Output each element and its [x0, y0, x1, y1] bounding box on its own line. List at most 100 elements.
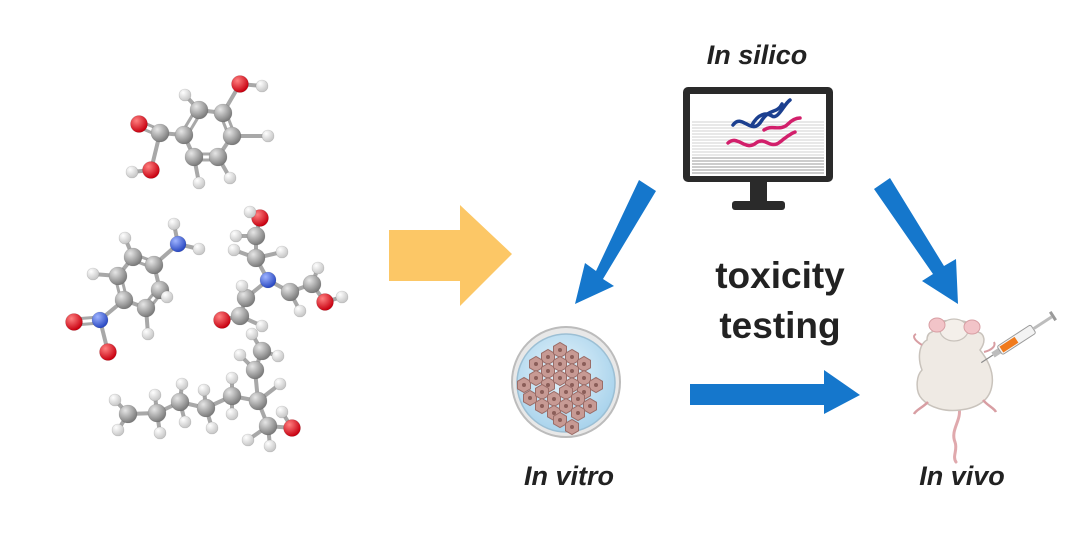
molecule-ethylhexanol [108, 327, 301, 453]
cell-nucleus [570, 369, 574, 373]
atom-N [259, 271, 277, 289]
atom-H [225, 371, 239, 385]
cell-nucleus [582, 362, 586, 366]
input-arrow [389, 205, 512, 306]
cell-nucleus [546, 369, 550, 373]
cell-nucleus [576, 411, 580, 415]
atom-H [275, 245, 289, 259]
cell-nucleus [540, 390, 544, 394]
cell-nucleus [540, 404, 544, 408]
atom-C [184, 147, 204, 167]
cell-nucleus [558, 348, 562, 352]
atom-C [114, 290, 134, 310]
cell-nucleus [564, 404, 568, 408]
cell-nucleus [552, 397, 556, 401]
atom-C [246, 248, 266, 268]
atom-H [235, 279, 249, 293]
atom-C [123, 247, 143, 267]
atom-H [255, 79, 269, 93]
computer-monitor-icon [683, 87, 833, 210]
cell-nucleus [522, 383, 526, 387]
atom-H [167, 217, 181, 231]
atom-C [230, 306, 250, 326]
atom-O [251, 209, 269, 227]
atom-C [136, 298, 156, 318]
atom-C [118, 404, 138, 424]
atom-N [169, 235, 187, 253]
atom-C [252, 341, 272, 361]
atom-H [223, 171, 237, 185]
cell-nucleus [558, 376, 562, 380]
atom-O [316, 293, 334, 311]
atom-C [222, 126, 242, 146]
atom-H [255, 319, 269, 333]
atom-O [231, 75, 249, 93]
atom-H [311, 261, 325, 275]
molecule-hydroxybenzoic-acid [125, 75, 275, 190]
cell-nucleus [570, 383, 574, 387]
atom-H [148, 388, 162, 402]
atom-H [175, 377, 189, 391]
syringe-icon [980, 311, 1057, 364]
cell-nucleus [582, 390, 586, 394]
cell-nucleus [588, 404, 592, 408]
molecule-triethanolamine [213, 205, 349, 333]
cell-nucleus [570, 425, 574, 429]
toxicity-label: toxicity [715, 255, 845, 296]
atom-C [147, 403, 167, 423]
atom-H [160, 290, 174, 304]
cell-nucleus [582, 376, 586, 380]
atom-H [273, 377, 287, 391]
atom-H [197, 383, 211, 397]
arrow-in-vitro-to-in-vivo [690, 370, 860, 414]
in-silico-label: In silico [707, 40, 808, 70]
atom-H [241, 433, 255, 447]
cell-nucleus [594, 383, 598, 387]
atom-C [150, 123, 170, 143]
in-vitro-label: In vitro [524, 461, 614, 491]
cell-nucleus [552, 411, 556, 415]
atom-H [178, 88, 192, 102]
atom-C [222, 386, 242, 406]
atom-H [263, 439, 277, 453]
atom-O [65, 313, 83, 331]
cell-nucleus [558, 418, 562, 422]
cell-nucleus [534, 376, 538, 380]
atom-C [248, 391, 268, 411]
atom-H [192, 176, 206, 190]
atom-C [108, 266, 128, 286]
atom-O [130, 115, 148, 133]
cell-nucleus [528, 396, 532, 400]
atom-H [275, 405, 289, 419]
atom-H [108, 393, 122, 407]
atom-C [258, 416, 278, 436]
cell-nucleus [570, 355, 574, 359]
atom-C [302, 274, 322, 294]
atom-H [227, 243, 241, 257]
petri-dish-icon [511, 326, 621, 438]
cell-nucleus [564, 390, 568, 394]
atom-H [111, 423, 125, 437]
cell-nucleus [546, 383, 550, 387]
cell-nucleus [558, 362, 562, 366]
atom-H [118, 231, 132, 245]
atom-H [243, 205, 257, 219]
arrow-in-silico-to-in-vitro [575, 180, 656, 304]
testing-label: testing [719, 305, 840, 346]
cell-nucleus [546, 355, 550, 359]
molecule-nitroaniline [65, 217, 206, 361]
cell-nucleus [534, 362, 538, 366]
atom-C [213, 103, 233, 123]
atom-C [208, 147, 228, 167]
atom-H [229, 229, 243, 243]
atom-N [91, 311, 109, 329]
atom-H [178, 415, 192, 429]
atom-H [125, 165, 139, 179]
atom-H [335, 290, 349, 304]
atom-C [189, 100, 209, 120]
atom-H [271, 349, 285, 363]
atom-O [213, 311, 231, 329]
atom-H [192, 242, 206, 256]
in-vivo-label: In vivo [919, 461, 1005, 491]
